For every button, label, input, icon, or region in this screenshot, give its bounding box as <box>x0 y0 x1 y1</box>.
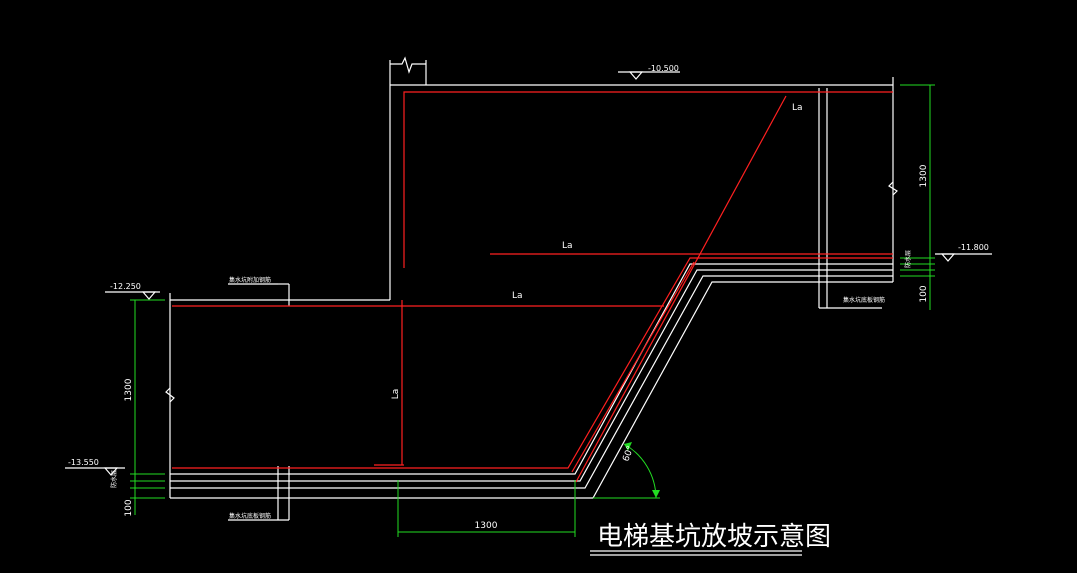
rebar-lines <box>172 91 893 483</box>
note-left-layers: 防水层 <box>110 470 118 488</box>
angle-arrow-top <box>624 442 632 451</box>
elev-marker-right <box>940 253 956 262</box>
layer-line-4 <box>170 281 893 499</box>
rebar-top-L <box>403 91 893 268</box>
note-right-bottom: 集水坑底板钢筋 <box>843 296 885 304</box>
rebar-diagonal <box>575 95 787 483</box>
elevation-left-upper-label: -12.250 <box>110 282 141 291</box>
rebar-bottom <box>172 257 893 469</box>
layer-line-3 <box>170 275 893 489</box>
angle-text: 60° <box>621 445 636 463</box>
dim-bottom-length-text: 1300 <box>475 521 498 531</box>
elevation-right-label: -11.800 <box>958 243 989 252</box>
elev-marker-left-upper <box>141 291 157 300</box>
elevation-left-lower-label: -13.550 <box>68 458 99 467</box>
break-symbol-left <box>165 387 175 403</box>
note-upper-left: 集水坑附加钢筋 <box>229 276 271 284</box>
layer-line-2 <box>170 269 893 482</box>
dim-left-small-text: 100 <box>124 499 134 516</box>
layer-line-1 <box>170 263 893 475</box>
dim-right-height-text: 1300 <box>919 164 929 187</box>
break-symbol-top <box>390 56 426 74</box>
drawing-title: 电梯基坑放坡示意图 <box>597 522 831 552</box>
angle-arrow-bottom <box>652 490 660 498</box>
dim-left-height-text: 1300 <box>124 378 134 401</box>
note-lower-left: 集水坑底板钢筋 <box>229 512 271 520</box>
la-label-upper: La <box>512 291 523 301</box>
concrete-outline <box>165 56 898 521</box>
la-label-vertical: La <box>391 389 401 400</box>
break-symbol-right <box>888 181 898 196</box>
rebar-slope-inner <box>571 261 695 473</box>
dim-right-small-text: 100 <box>919 285 929 302</box>
elev-marker-top <box>628 71 644 80</box>
elevation-markers <box>65 71 992 476</box>
dimension-lines <box>130 84 935 537</box>
la-label-top-diagonal: La <box>792 103 803 113</box>
la-label-middle: La <box>562 241 573 251</box>
note-right-layers: 防水层 <box>904 250 912 268</box>
elevation-top-label: -10.500 <box>648 64 679 73</box>
